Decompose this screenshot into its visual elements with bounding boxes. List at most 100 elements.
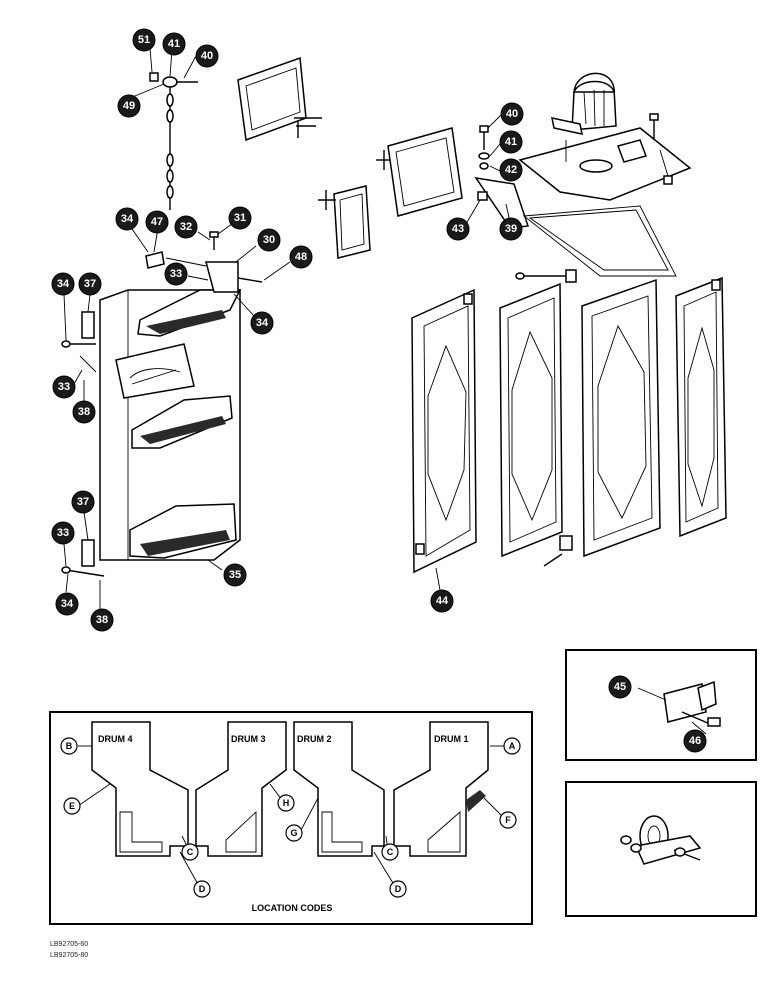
svg-text:E: E (69, 801, 75, 811)
bracket-47-30 (145, 231, 263, 293)
svg-text:49: 49 (123, 100, 135, 112)
svg-text:40: 40 (506, 108, 518, 120)
callout-39: 39 (499, 217, 523, 241)
svg-text:48: 48 (295, 251, 307, 263)
hinge-upper (61, 311, 97, 373)
svg-text:37: 37 (84, 278, 96, 290)
drum-label-3: DRUM 3 (231, 734, 266, 744)
svg-text:30: 30 (263, 234, 275, 246)
side-panel-3 (581, 278, 661, 558)
callout-33: 33 (164, 262, 188, 286)
svg-text:C: C (387, 847, 394, 857)
location-leaders (77, 745, 507, 889)
callout-41: 41 (162, 32, 186, 56)
location-code-e: E (63, 797, 81, 815)
callout-34: 34 (250, 311, 274, 335)
svg-text:31: 31 (234, 212, 246, 224)
svg-text:D: D (199, 884, 206, 894)
svg-text:41: 41 (168, 38, 180, 50)
callout-37: 37 (71, 490, 95, 514)
callout-33: 33 (52, 375, 76, 399)
svg-text:33: 33 (58, 381, 70, 393)
callout-30: 30 (257, 228, 281, 252)
svg-text:38: 38 (96, 614, 108, 626)
callout-49: 49 (117, 94, 141, 118)
svg-text:45: 45 (614, 681, 626, 693)
footer-code-2: LB92705-80 (50, 952, 89, 959)
svg-text:34: 34 (61, 598, 74, 610)
svg-text:43: 43 (452, 223, 464, 235)
latch-part (620, 815, 702, 865)
inspection-window-small (318, 185, 371, 259)
callout-32: 32 (174, 215, 198, 239)
top-plate-assembly (518, 72, 692, 201)
location-code-d: D (193, 880, 211, 898)
svg-text:34: 34 (57, 278, 70, 290)
callout-46: 46 (683, 729, 707, 753)
location-code-h: H (277, 794, 295, 812)
drum-label-1: DRUM 1 (434, 734, 469, 744)
location-code-d: D (389, 880, 407, 898)
svg-text:35: 35 (229, 569, 241, 581)
svg-text:47: 47 (151, 216, 163, 228)
callout-40: 40 (195, 44, 219, 68)
svg-text:51: 51 (138, 34, 150, 46)
callout-34: 34 (115, 207, 139, 231)
callout-34: 34 (51, 272, 75, 296)
svg-text:40: 40 (201, 50, 213, 62)
drum-label-4: DRUM 4 (98, 734, 133, 744)
callout-34: 34 (55, 592, 79, 616)
svg-text:42: 42 (505, 164, 517, 176)
svg-text:46: 46 (689, 735, 701, 747)
callout-37: 37 (78, 272, 102, 296)
inspection-window-upper (237, 56, 322, 142)
location-codes-title: LOCATION CODES (252, 903, 333, 913)
drum-4-outline (91, 721, 189, 857)
side-panel-4 (675, 276, 727, 538)
drum-2-outline (293, 721, 385, 857)
svg-text:34: 34 (121, 213, 134, 225)
svg-text:C: C (187, 847, 194, 857)
svg-text:H: H (283, 798, 290, 808)
svg-text:G: G (290, 828, 297, 838)
svg-text:A: A (509, 741, 516, 751)
svg-text:34: 34 (256, 317, 269, 329)
callout-33: 33 (51, 521, 75, 545)
svg-text:44: 44 (436, 595, 449, 607)
location-code-c: C (381, 843, 399, 861)
svg-text:33: 33 (170, 268, 182, 280)
chain-assembly (129, 72, 198, 210)
svg-text:32: 32 (180, 221, 192, 233)
callout-43: 43 (446, 217, 470, 241)
hinge-lower (61, 539, 105, 577)
clip-part-45 (637, 680, 721, 735)
callout-35: 35 (223, 563, 247, 587)
svg-text:F: F (505, 815, 511, 825)
location-codes-panel (49, 711, 533, 925)
side-panel-44 (411, 288, 477, 574)
location-code-f: F (499, 811, 517, 829)
svg-text:33: 33 (57, 527, 69, 539)
location-code-a: A (503, 737, 521, 755)
callout-42: 42 (499, 158, 523, 182)
inset-box-latch (565, 781, 757, 917)
callout-51: 51 (132, 28, 156, 52)
svg-text:D: D (395, 884, 402, 894)
drum-3-outline (195, 721, 287, 857)
callout-45: 45 (608, 675, 632, 699)
svg-text:39: 39 (505, 223, 517, 235)
callout-44: 44 (430, 589, 454, 613)
seal-strip-39 (474, 176, 677, 277)
callout-31: 31 (228, 206, 252, 230)
callout-41: 41 (499, 130, 523, 154)
svg-text:38: 38 (78, 406, 90, 418)
location-code-g: G (285, 824, 303, 842)
inspection-window-middle (376, 127, 463, 217)
svg-text:37: 37 (77, 496, 89, 508)
callout-47: 47 (145, 210, 169, 234)
callout-40: 40 (500, 102, 524, 126)
callout-48: 48 (289, 245, 313, 269)
inset-box-clip (565, 649, 757, 761)
callout-38: 38 (72, 400, 96, 424)
